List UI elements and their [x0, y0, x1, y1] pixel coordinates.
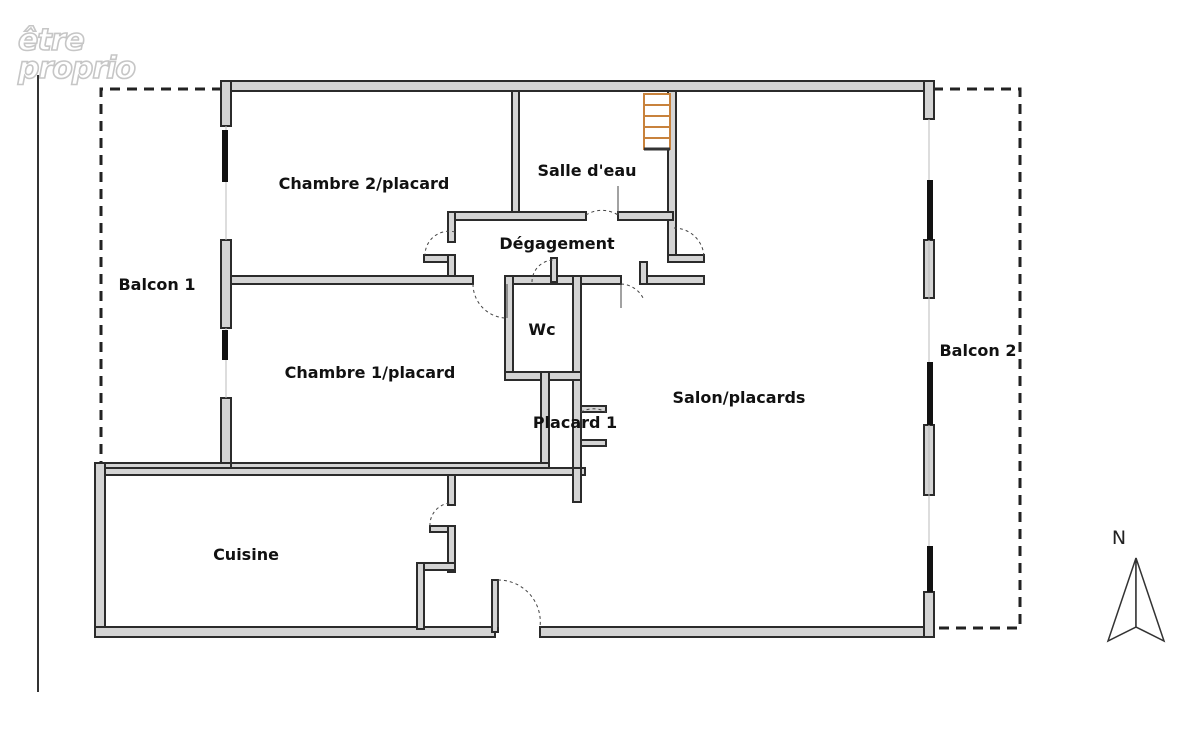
watermark-line-1: être	[18, 23, 84, 58]
label-degagement: Dégagement	[499, 234, 615, 253]
balcony-1-outline	[99, 87, 222, 463]
windows	[222, 119, 935, 592]
label-chambre-2: Chambre 2/placard	[279, 174, 450, 193]
label-salle-eau: Salle d'eau	[537, 161, 636, 180]
walls	[94, 80, 935, 638]
label-chambre-1: Chambre 1/placard	[285, 363, 456, 382]
watermark-logo: être proprio	[16, 22, 137, 87]
label-salon: Salon/placards	[673, 388, 806, 407]
compass-label: N	[1112, 527, 1126, 549]
balcony-2-outline	[933, 87, 1022, 630]
stairs-icon	[643, 93, 671, 151]
north-arrow-icon	[1106, 557, 1166, 643]
label-placard-1: Placard 1	[533, 413, 617, 432]
watermark-line-2: proprio	[17, 51, 135, 86]
doors	[424, 186, 705, 628]
label-cuisine: Cuisine	[213, 545, 279, 564]
compass: N	[1106, 527, 1166, 643]
label-balcon-1: Balcon 1	[118, 275, 195, 294]
label-wc: Wc	[528, 320, 555, 339]
label-balcon-2: Balcon 2	[939, 341, 1016, 360]
